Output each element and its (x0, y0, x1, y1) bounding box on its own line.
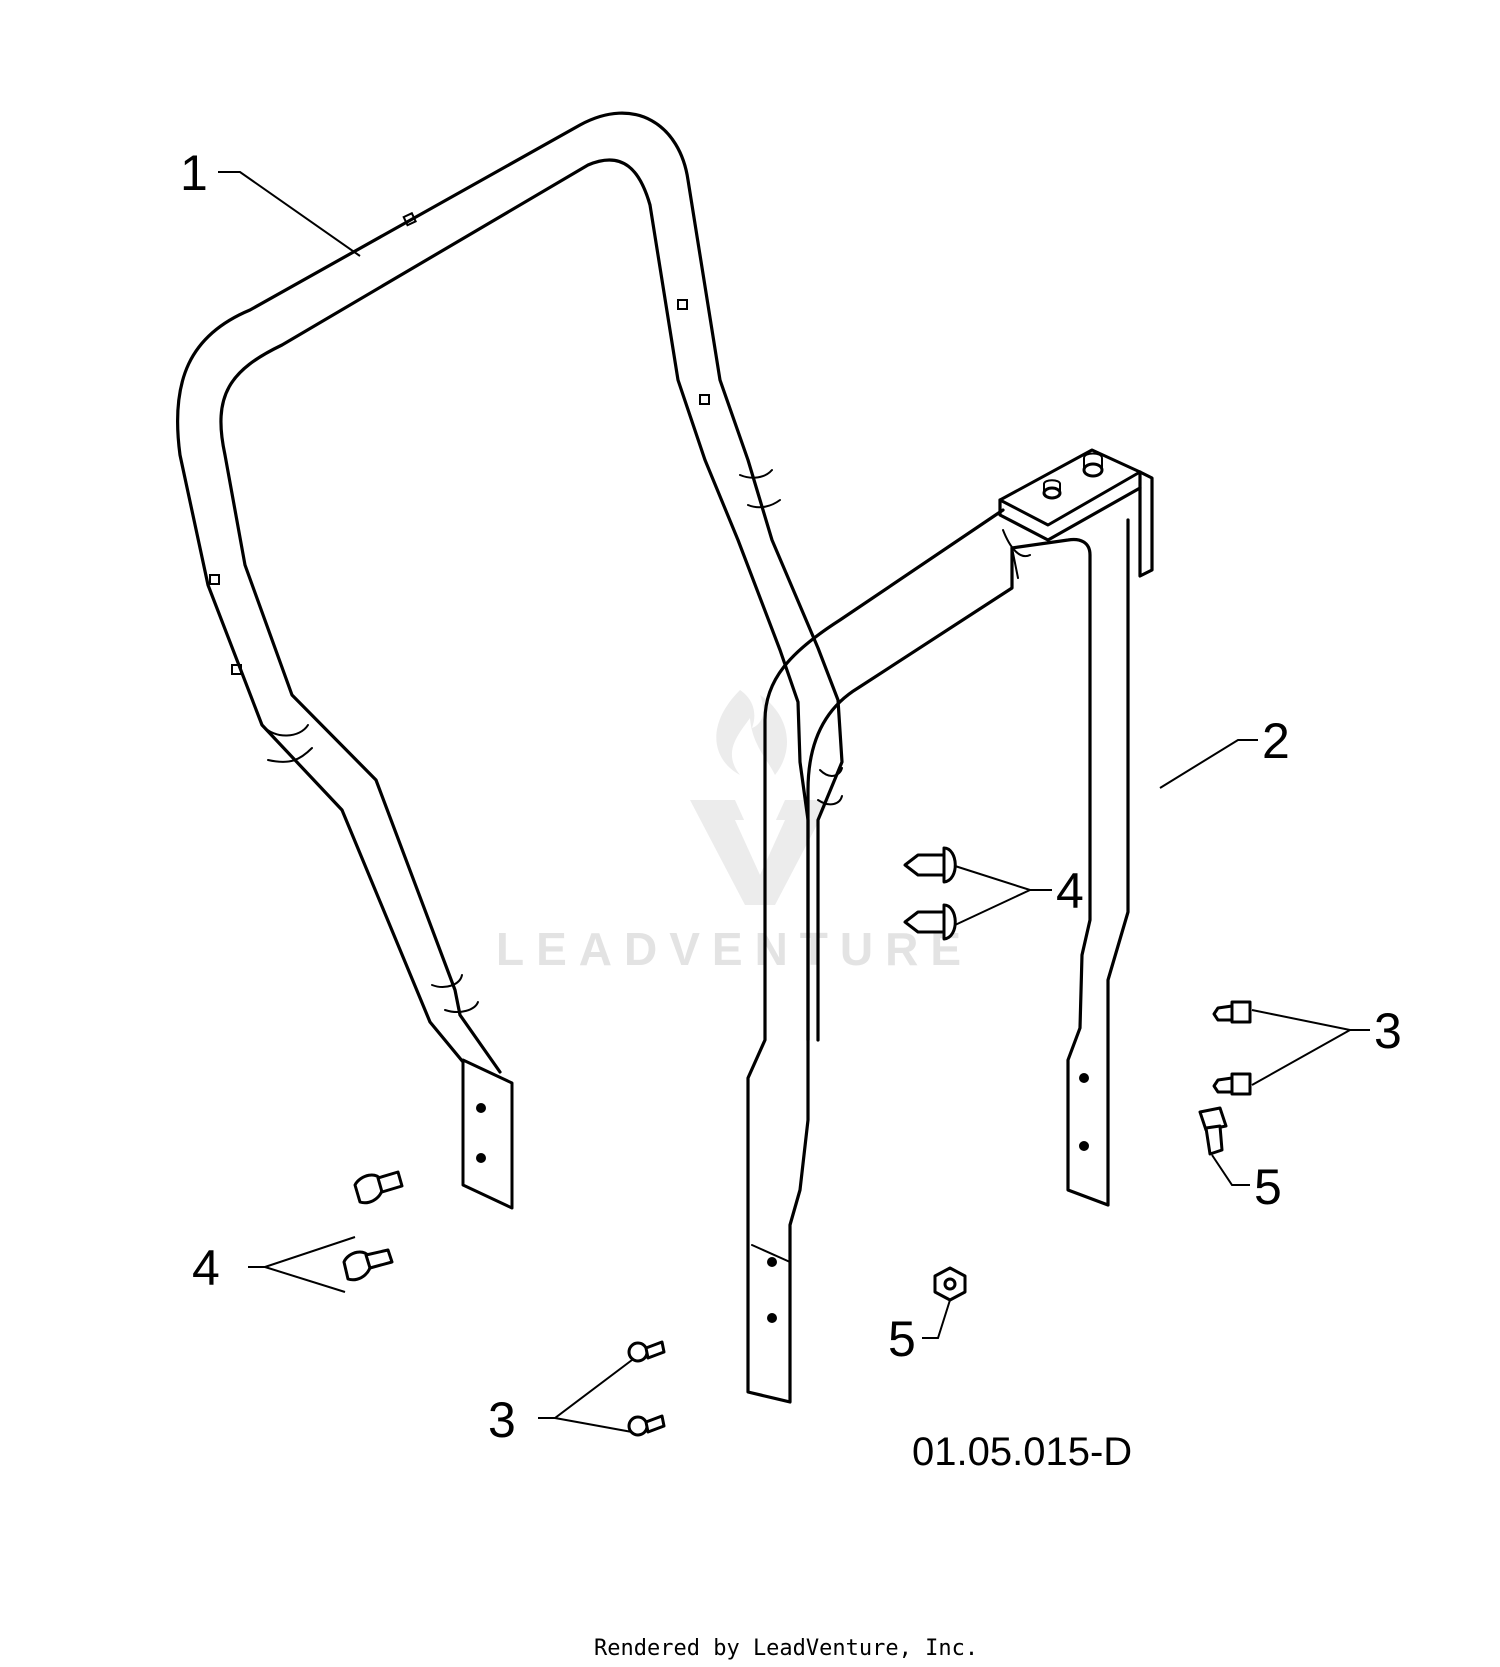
diagram-code: 01.05.015-D (912, 1430, 1132, 1474)
screw-3-right-lower (1212, 1072, 1252, 1096)
callout-3-right: 3 (1374, 1003, 1402, 1059)
credit-text: Rendered by LeadVenture, Inc. (594, 1636, 978, 1661)
watermark-text: LEADVENTURE (496, 923, 973, 975)
callout-2: 2 (1262, 713, 1290, 769)
callout-4-center: 4 (1056, 863, 1084, 919)
nut-5-right (1198, 1106, 1228, 1156)
screw-3-left-upper (627, 1340, 666, 1363)
callout-5-right: 5 (1254, 1159, 1282, 1215)
bolt-4-lower (903, 903, 957, 941)
bolt-4-upper (903, 846, 957, 884)
bolt-4-left-lower (342, 1248, 394, 1282)
bolt-4-left-upper (353, 1170, 404, 1205)
leader-lines (218, 171, 1370, 1433)
nut-5-center (933, 1266, 967, 1302)
watermark-logo (690, 690, 830, 905)
callout-1: 1 (180, 145, 208, 201)
callout-3-left: 3 (488, 1392, 516, 1448)
screw-3-left-lower (627, 1414, 666, 1437)
part-1-hoop (175, 111, 844, 1210)
callout-5-center: 5 (888, 1311, 916, 1367)
screw-3-right-upper (1212, 1000, 1252, 1024)
part-2-frame (746, 448, 1154, 1404)
callout-4-left: 4 (192, 1240, 220, 1296)
